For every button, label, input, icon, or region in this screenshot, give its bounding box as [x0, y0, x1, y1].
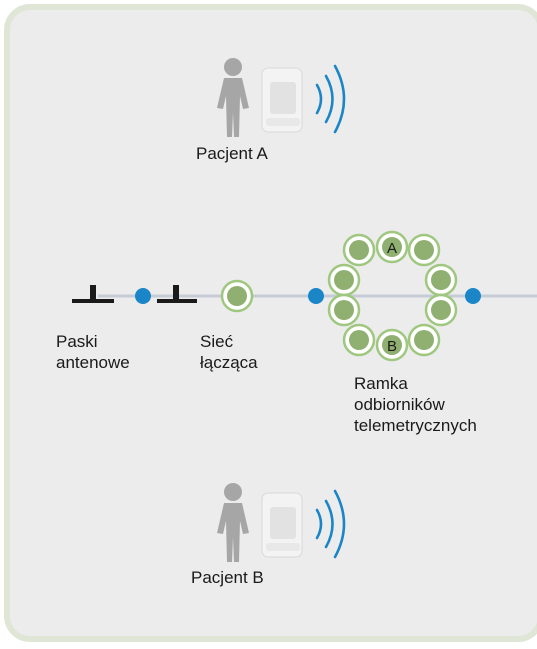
connector-dot: [308, 288, 324, 304]
network-receiver-slot-icon: [220, 279, 254, 313]
connector-dot: [465, 288, 481, 304]
receiver-slot-a: A: [375, 230, 409, 264]
antenna-strip-icon: [72, 285, 114, 303]
telemetry-transmitter-icon: [261, 67, 303, 133]
patient-a-label: Pacjent A: [196, 144, 268, 163]
patient-a-group: [217, 58, 346, 137]
receiver-slot-icon: [424, 293, 458, 327]
receiver-slot-icon: [342, 323, 376, 357]
telemetry-transmitter-icon: [261, 492, 303, 558]
person-icon: [217, 58, 249, 137]
receiver-slot-icon: [407, 323, 441, 357]
receiver-slot-icon: [342, 233, 376, 267]
receiver-slot-icon: [407, 233, 441, 267]
connector-dot: [135, 288, 151, 304]
receiver-frame: A B: [327, 230, 458, 362]
patient-b-label: Pacjent B: [191, 568, 264, 587]
receiver-slot-icon: [424, 263, 458, 297]
patient-b-group: [217, 483, 346, 562]
connection-chain: A B: [72, 230, 537, 362]
receiver-frame-label-line3: telemetrycznych: [354, 416, 477, 435]
receiver-slot-icon: [327, 293, 361, 327]
antenna-label-line2: antenowe: [56, 353, 130, 372]
person-icon: [217, 483, 249, 562]
antenna-strip-icon: [157, 285, 197, 303]
network-label-line2: łącząca: [200, 353, 258, 372]
antenna-label-line1: Paski: [56, 332, 98, 351]
network-label-line1: Sieć: [200, 332, 234, 351]
receiver-slot-b: B: [375, 328, 409, 362]
receiver-frame-label-line1: Ramka: [354, 374, 408, 393]
slot-a-letter: A: [387, 240, 397, 257]
receiver-frame-label-line2: odbiorników: [354, 395, 445, 414]
slot-b-letter: B: [387, 338, 397, 355]
signal-waves-icon: [315, 489, 346, 559]
signal-waves-icon: [315, 64, 346, 134]
receiver-slot-icon: [327, 263, 361, 297]
